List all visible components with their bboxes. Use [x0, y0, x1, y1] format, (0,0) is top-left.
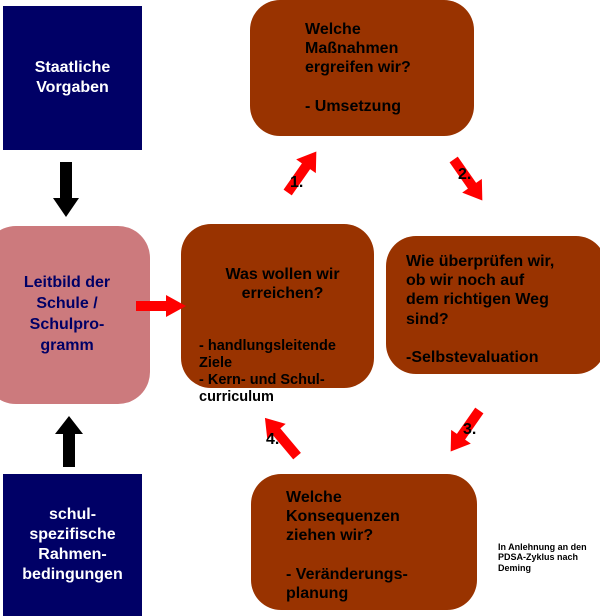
ziele-title: Was wollen wir erreichen? — [225, 266, 340, 303]
arrow-step-4-icon — [264, 417, 301, 460]
step-1-label: 1. — [290, 174, 304, 191]
leitbild-box: Leitbild der Schule / Schulpro- gramm — [0, 226, 150, 404]
ziele-box: Was wollen wir erreichen? - handlungslei… — [181, 224, 374, 405]
staatliche-vorgaben-box: Staatliche Vorgaben — [3, 6, 142, 150]
step-2-label: 2. — [458, 166, 472, 183]
arrow-step-3-icon — [450, 407, 484, 452]
step-3-label: 3. — [463, 421, 477, 438]
konsequenzen-box: Welche Konsequenzen ziehen wir? - Veränd… — [251, 474, 477, 610]
step-4-label: 4. — [266, 431, 280, 448]
massnahmen-box: Welche Maßnahmen ergreifen wir? - Umsetz… — [250, 0, 474, 136]
arrow-down-icon — [53, 162, 79, 217]
ueberpruefen-box: Wie überprüfen wir, ob wir noch auf dem … — [386, 236, 600, 374]
arrow-up-icon — [55, 416, 83, 467]
schulspezifische-rahmenbedingungen-box: schul- spezifische Rahmen- bedingungen — [3, 474, 142, 616]
arrow-step-2-icon — [449, 156, 483, 201]
ziele-items: - handlungsleitende Ziele - Kern- und Sc… — [199, 337, 336, 406]
arrow-right-icon — [136, 295, 186, 317]
pdsa-note: In Anlehnung an den PDSA-Zyklus nach Dem… — [498, 542, 587, 573]
arrow-step-1-icon — [283, 151, 317, 196]
